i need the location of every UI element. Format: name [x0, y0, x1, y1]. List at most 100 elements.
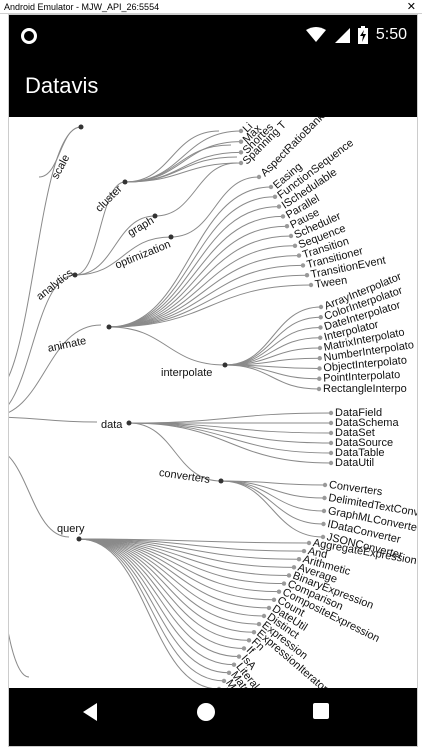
tree-node[interactable]: [221, 678, 227, 684]
tree-node[interactable]: [296, 557, 302, 562]
tree-node[interactable]: [328, 440, 334, 446]
tree-node[interactable]: [306, 540, 312, 546]
tree-node[interactable]: [241, 646, 247, 651]
close-icon[interactable]: ✕: [406, 1, 416, 13]
tree-link: [78, 538, 235, 666]
tree-node[interactable]: [317, 345, 323, 351]
tree-node[interactable]: [300, 263, 306, 268]
status-bar: 5:50: [9, 15, 417, 57]
tree-node[interactable]: [276, 589, 282, 594]
tree-link: [78, 538, 250, 641]
tree-node[interactable]: [238, 150, 244, 155]
leaf-label-data[interactable]: DataSchema: [335, 417, 399, 429]
tree-node[interactable]: [222, 362, 228, 368]
branch-label-analytics[interactable]: analytics: [34, 267, 76, 303]
tree-node[interactable]: [231, 662, 237, 667]
tree-link: [108, 245, 296, 328]
recents-button[interactable]: [312, 702, 330, 720]
branch-label-interpolate[interactable]: interpolate: [161, 367, 212, 379]
leaf-label-data[interactable]: DataSource: [335, 437, 393, 449]
leaf-label-animate[interactable]: Tween: [314, 274, 348, 290]
tree-node[interactable]: [238, 160, 244, 166]
tree-node[interactable]: [266, 605, 272, 611]
branch-label-data[interactable]: data: [101, 419, 123, 431]
leaf-label-interpolate[interactable]: PointInterpolato: [323, 369, 401, 385]
tree-node[interactable]: [318, 304, 324, 310]
tree-node[interactable]: [308, 282, 314, 288]
leaf-label-query[interactable]: And: [307, 545, 329, 561]
tree-node[interactable]: [322, 482, 328, 488]
branch-label-animate[interactable]: animate: [47, 335, 88, 355]
tree-node[interactable]: [328, 420, 334, 426]
tree-node[interactable]: [72, 272, 78, 278]
tree-node[interactable]: [317, 366, 322, 371]
leaf-label-data[interactable]: DataUtil: [335, 457, 374, 469]
tree-node[interactable]: [251, 630, 257, 635]
tree-node[interactable]: [321, 508, 327, 514]
ring-icon: [21, 28, 37, 44]
tree-node[interactable]: [168, 234, 174, 240]
tree-node[interactable]: [317, 376, 322, 381]
tree-node[interactable]: [268, 184, 274, 190]
tree-node[interactable]: [78, 124, 84, 130]
tree-node[interactable]: [320, 534, 326, 540]
tree-node[interactable]: [328, 450, 334, 456]
branch-label-cluster[interactable]: cluster: [93, 183, 125, 215]
tree-node[interactable]: [304, 273, 310, 278]
tree-node[interactable]: [292, 243, 298, 248]
tree-node[interactable]: [280, 214, 286, 219]
tree-link: [78, 538, 255, 633]
tree-node[interactable]: [328, 410, 334, 416]
branch-label-optimization[interactable]: optimization: [114, 238, 173, 271]
branch-label-converters[interactable]: converters: [158, 467, 211, 486]
tree-node[interactable]: [317, 356, 322, 361]
leaf-label-data[interactable]: DataSet: [335, 427, 375, 439]
branch-label-query[interactable]: query: [57, 523, 85, 535]
tree-node[interactable]: [106, 324, 112, 330]
tree-link: [220, 480, 324, 538]
tree-node[interactable]: [256, 174, 262, 180]
tree-node[interactable]: [261, 613, 267, 619]
tree-node[interactable]: [301, 548, 307, 554]
home-button[interactable]: [196, 702, 216, 722]
leaf-label-interpolate[interactable]: RectangleInterpo: [323, 383, 407, 395]
leaf-label-data[interactable]: DataTable: [335, 447, 385, 459]
tree-node[interactable]: [152, 213, 158, 219]
tree-node[interactable]: [256, 621, 262, 627]
tree-link: [108, 196, 276, 328]
tree-node[interactable]: [288, 233, 294, 239]
back-button[interactable]: [81, 702, 99, 722]
tree-node[interactable]: [246, 638, 252, 643]
tree-node[interactable]: [286, 573, 292, 578]
leaf-label-query[interactable]: Max: [223, 678, 245, 689]
tree-node[interactable]: [238, 128, 244, 134]
tree-link: [108, 186, 272, 328]
tree-node[interactable]: [226, 670, 232, 675]
tree-node[interactable]: [328, 430, 334, 436]
tree-node[interactable]: [296, 253, 302, 258]
radial-tree[interactable]: scaleanalyticsclustergraphoptimizationLi…: [9, 117, 417, 689]
tree-node[interactable]: [122, 179, 128, 185]
tree-node[interactable]: [271, 597, 277, 602]
tree-node[interactable]: [281, 581, 287, 586]
leaf-label-data[interactable]: DataField: [335, 407, 382, 419]
tree-node[interactable]: [322, 495, 327, 501]
tree-node[interactable]: [126, 420, 132, 426]
tree-node[interactable]: [328, 460, 334, 466]
tree-node[interactable]: [318, 325, 323, 330]
tree-node[interactable]: [318, 315, 323, 320]
tree-node[interactable]: [284, 224, 290, 229]
tree-node[interactable]: [76, 536, 82, 542]
tree-node[interactable]: [291, 565, 297, 570]
tree-node[interactable]: [321, 521, 326, 527]
tree-node[interactable]: [236, 654, 242, 659]
tree-node[interactable]: [276, 204, 282, 209]
tree-node[interactable]: [238, 139, 244, 144]
tree-node[interactable]: [218, 478, 224, 484]
leaf-label-query[interactable]: M: [218, 686, 233, 689]
tree-node[interactable]: [316, 386, 322, 392]
tree-link: [154, 162, 238, 217]
tree-node[interactable]: [318, 335, 323, 340]
tree-node[interactable]: [272, 194, 278, 199]
